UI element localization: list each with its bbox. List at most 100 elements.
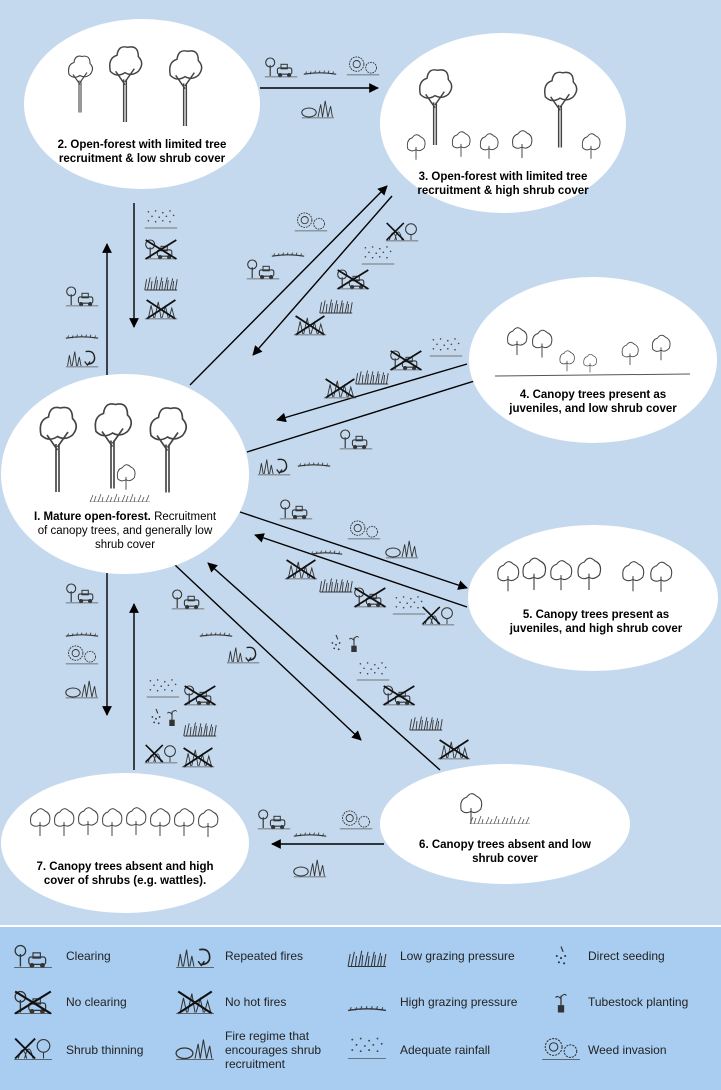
legend-label: encourages shrub [225, 1043, 322, 1057]
rainfall-icon [144, 209, 178, 229]
high-grazing-icon [347, 1005, 387, 1012]
state-1-label-line1: I. Mature open-forest. Recruitment [34, 511, 217, 523]
weed-invasion-icon [339, 810, 373, 830]
no-clearing-icon [383, 686, 415, 705]
state-4-label-line1: 4. Canopy trees present as [520, 389, 666, 401]
state-1-label-line3: shrub cover [95, 539, 155, 551]
legend-label: Weed invasion [588, 1043, 667, 1057]
no-clearing-icon [145, 240, 177, 259]
arrow-1-to-6 [174, 564, 362, 741]
legend-label: Fire regime that [225, 1029, 310, 1043]
high-grazing-icon [271, 252, 305, 257]
high-grazing-icon [309, 550, 343, 555]
shrub-thinning-icon [384, 222, 420, 242]
high-grazing-icon [293, 832, 327, 837]
direct-seeding-icon [150, 708, 162, 725]
state-1-node: I. Mature open-forest. Recruitment of ca… [1, 374, 249, 574]
direct-seeding-icon [330, 634, 342, 651]
state-4-node: 4. Canopy trees present as juveniles, an… [469, 277, 717, 443]
low-grazing-icon [409, 716, 443, 731]
state-2-label-line1: 2. Open-forest with limited tree [58, 139, 227, 151]
no-clearing-icon [354, 588, 386, 607]
rainfall-icon [146, 678, 180, 698]
repeated-fires-icon [65, 350, 99, 368]
legend-weed-invasion: Weed invasion [588, 1043, 667, 1057]
arrow-4-to-1 [276, 363, 468, 423]
no-hot-fires-icon [283, 559, 319, 580]
legend: Clearing No clearing Shrub thinning Repe… [0, 925, 721, 1090]
low-grazing-icon [319, 578, 353, 593]
no-hot-fires-icon [436, 739, 472, 760]
no-hot-fires-icon [143, 299, 179, 320]
low-grazing-icon [355, 370, 389, 385]
shrub-thinning-icon [420, 606, 456, 626]
repeated-fires-icon [257, 458, 291, 476]
arrow-1-to-5 [239, 511, 468, 590]
repeated-fires-icon [226, 646, 260, 664]
legend-repeated-fires: Repeated fires [225, 949, 303, 963]
weed-invasion-icon [65, 645, 99, 665]
high-grazing-icon [199, 632, 233, 637]
legend-high-grazing: High grazing pressure [400, 995, 517, 1009]
legend-no-clearing: No clearing [66, 995, 127, 1009]
state-1-label-line2: of canopy trees, and generally low [38, 525, 213, 537]
legend-tubestock-planting: Tubestock planting [588, 995, 688, 1009]
repeated-fires-icon [175, 948, 215, 969]
state-2-label-line2: recruitment & low shrub cover [59, 153, 226, 165]
legend-low-grazing: Low grazing pressure [400, 949, 515, 963]
legend-no-hot-fires: No hot fires [225, 995, 286, 1009]
state-2-node: 2. Open-forest with limited tree recruit… [24, 19, 260, 189]
low-grazing-icon [347, 950, 387, 968]
legend-label: Low grazing pressure [400, 949, 515, 963]
legend-label: Repeated fires [225, 949, 304, 963]
arrow-5-to-1 [254, 533, 468, 608]
fire-regime-icon [293, 859, 327, 878]
no-clearing-icon [390, 351, 422, 370]
legend-label: High grazing pressure [400, 995, 518, 1009]
weed-invasion-icon [294, 212, 328, 232]
legend-label: Direct seeding [588, 949, 665, 963]
high-grazing-icon [303, 70, 337, 75]
state-1-title: I. Mature open-forest. [34, 511, 151, 523]
low-grazing-icon [319, 299, 353, 314]
state-6-node: 6. Canopy trees absent and low shrub cov… [380, 764, 630, 884]
state-5-label-line1: 5. Canopy trees present as [523, 609, 669, 621]
legend-label: Tubestock planting [588, 995, 689, 1009]
fire-regime-icon [175, 1038, 215, 1061]
clearing-icon [257, 809, 291, 830]
legend-label: No hot fires [225, 995, 287, 1009]
high-grazing-icon [297, 462, 331, 467]
arrow-1-to-4 [246, 375, 485, 453]
shrub-thinning-icon [13, 1037, 53, 1061]
state-5-node: 5. Canopy trees present as juveniles, an… [468, 525, 718, 671]
rainfall-icon [347, 1037, 387, 1059]
legend-label: Shrub thinning [66, 1043, 144, 1057]
legend-label: recruitment [225, 1057, 286, 1071]
state-3-node: 3. Open-forest with limited tree recruit… [380, 33, 626, 213]
high-grazing-icon [65, 334, 99, 339]
rainfall-icon [361, 245, 395, 265]
legend-label: Adequate rainfall [400, 1043, 491, 1057]
fire-regime-icon [65, 680, 99, 699]
tubestock-planting-icon [555, 993, 567, 1014]
clearing-icon [246, 259, 280, 280]
no-clearing-icon [14, 992, 52, 1014]
state-7-node: 7. Canopy trees absent and high cover of… [1, 773, 249, 913]
weed-invasion-icon [346, 56, 380, 76]
no-hot-fires-icon [292, 315, 328, 336]
state-7-label-line2: cover of shrubs (e.g. wattles). [44, 875, 206, 887]
high-grazing-icon [65, 632, 99, 637]
tubestock-planting-icon [166, 709, 178, 727]
no-clearing-icon [337, 270, 369, 289]
state-3-label-line1: 3. Open-forest with limited tree [419, 171, 588, 183]
arrow-3-to-1 [252, 195, 393, 356]
shrub-thinning-icon [143, 744, 179, 764]
rainfall-icon [429, 337, 463, 357]
legend-shrub-thinning: Shrub thinning [66, 1043, 143, 1057]
arrow-6-to-1 [207, 562, 441, 771]
state-6-label-line1: 6. Canopy trees absent and low [419, 839, 591, 851]
state-1-title-rest: Recruitment [151, 511, 217, 523]
clearing-icon [13, 944, 53, 969]
no-hot-fires-icon [322, 378, 358, 399]
